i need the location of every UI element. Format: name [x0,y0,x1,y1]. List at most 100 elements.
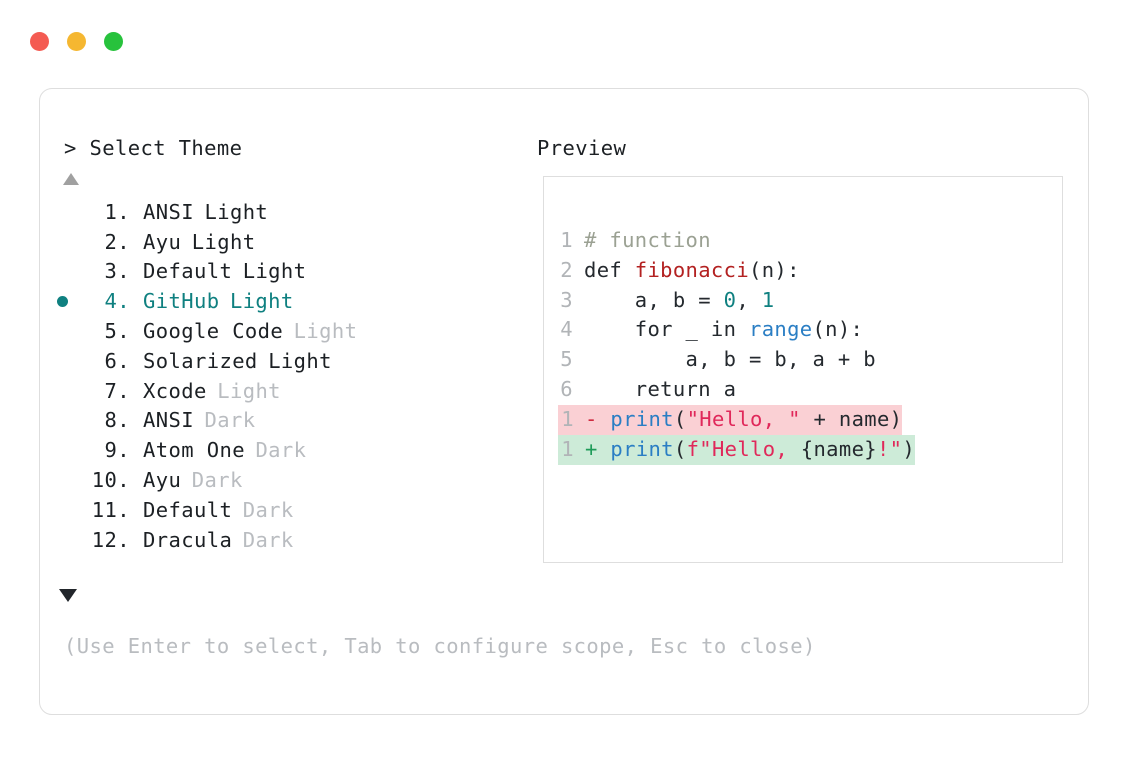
maximize-button[interactable] [104,32,123,51]
code-token: 0 [723,287,737,312]
theme-name: GitHub [143,289,220,314]
theme-variant-label: Dark [242,497,294,522]
triangle-up-icon[interactable] [63,173,79,185]
code-token: a, b = b, a + b [584,347,876,372]
theme-list-item[interactable]: 3. Default Light [40,257,510,287]
theme-variant-label: Light [293,319,358,344]
theme-list-item[interactable]: 4. GitHub Light [40,286,510,316]
theme-name: Xcode [143,378,207,403]
close-button[interactable] [30,32,49,51]
code-line: 6 return a [560,375,876,405]
theme-name: Ayu [143,468,182,493]
theme-variant-label: Light [217,378,281,403]
code-line: 3 a, b = 0, 1 [560,286,876,316]
theme-name: Dracula [143,527,233,552]
theme-list-item[interactable]: 9. Atom One Dark [40,435,510,465]
code-token: for _ in [584,317,749,342]
line-number: 6 [560,376,573,401]
selection-bullet-slot [40,295,84,307]
keyboard-hint: (Use Enter to select, Tab to configure s… [64,634,816,658]
code-token: print [610,407,674,431]
theme-list-item[interactable]: 7. Xcode Light [40,376,510,406]
code-line: 1 # function [560,226,876,256]
code-token: # function [584,228,711,252]
theme-index: 1. [104,199,130,224]
code-line: 4 for _ in range(n): [560,315,876,345]
theme-name: Solarized [143,348,258,373]
theme-index: 2. [104,229,130,254]
theme-variant-label: Dark [204,408,256,433]
theme-variant-label: Light [242,259,307,284]
code-token: (n): [749,257,800,282]
code-token: a, b = [584,287,724,312]
code-token: fibonacci [634,257,750,282]
theme-index: 8. [104,408,130,433]
line-number: 1 [561,407,574,431]
diff-sign: + [585,436,611,461]
window-controls [30,32,123,51]
diff-line-added: 1 + print(f"Hello, {name}!") [558,434,916,465]
page-title: > Select Theme [64,136,243,160]
theme-index: 3. [104,259,130,284]
theme-name: ANSI [143,199,194,224]
theme-index: 9. [104,438,130,463]
code-token: return a [584,376,737,401]
theme-name: Ayu [143,229,182,254]
theme-index: 7. [104,378,130,403]
minimize-button[interactable] [67,32,86,51]
theme-index: 11. [91,497,130,522]
theme-list-item[interactable]: 12. Dracula Dark [40,525,510,555]
theme-index: 4. [104,289,130,314]
code-token: ) [902,436,916,461]
theme-name: ANSI [143,408,194,433]
theme-name: Atom One [143,438,245,463]
theme-name: Google Code [143,319,284,344]
line-number: 3 [560,287,573,312]
theme-variant-label: Dark [242,527,294,552]
theme-variant-label: Light [191,229,256,254]
code-token: 1 [761,287,775,312]
code-token: print [610,436,674,461]
line-number: 2 [560,257,573,282]
line-number: 1 [560,228,573,252]
theme-list-item[interactable]: 11. Default Dark [40,495,510,525]
code-token: "Hello, " [686,407,801,431]
code-token: f"Hello, [686,436,801,461]
theme-list-item[interactable]: 10. Ayu Dark [40,465,510,495]
selected-bullet-icon [56,295,68,307]
theme-list-item[interactable]: 2. Ayu Light [40,227,510,257]
theme-index: 10. [91,468,130,493]
code-token: def [584,257,635,282]
theme-list-item[interactable]: 1. ANSI Light [40,197,510,227]
code-token: range [749,317,813,342]
code-token: ( [673,436,687,461]
theme-name: Default [143,497,233,522]
theme-variant-label: Dark [255,438,307,463]
theme-list-item[interactable]: 8. ANSI Dark [40,406,510,436]
theme-variant-label: Dark [191,468,243,493]
theme-name: Default [143,259,233,284]
theme-variant-label: Light [229,289,294,314]
code-token: (n): [812,317,864,342]
diff-line-removed: 1- print("Hello, " + name) [558,405,903,435]
theme-variant-label: Light [204,199,269,224]
code-token: {name} [800,436,877,461]
line-number: 1 [561,436,574,461]
line-number: 5 [560,347,573,372]
code-token: , [736,287,762,312]
code-diff-block: 1- print("Hello, " + name)1+ print(f"Hel… [558,405,916,465]
triangle-down-icon[interactable] [59,589,77,602]
line-number: 4 [560,317,573,342]
theme-index: 12. [91,527,130,552]
code-token: + name) [800,407,903,431]
theme-variant-label: Light [268,348,332,373]
diff-sign: - [585,407,611,431]
preview-title: Preview [537,136,627,160]
code-token: !" [876,436,903,461]
